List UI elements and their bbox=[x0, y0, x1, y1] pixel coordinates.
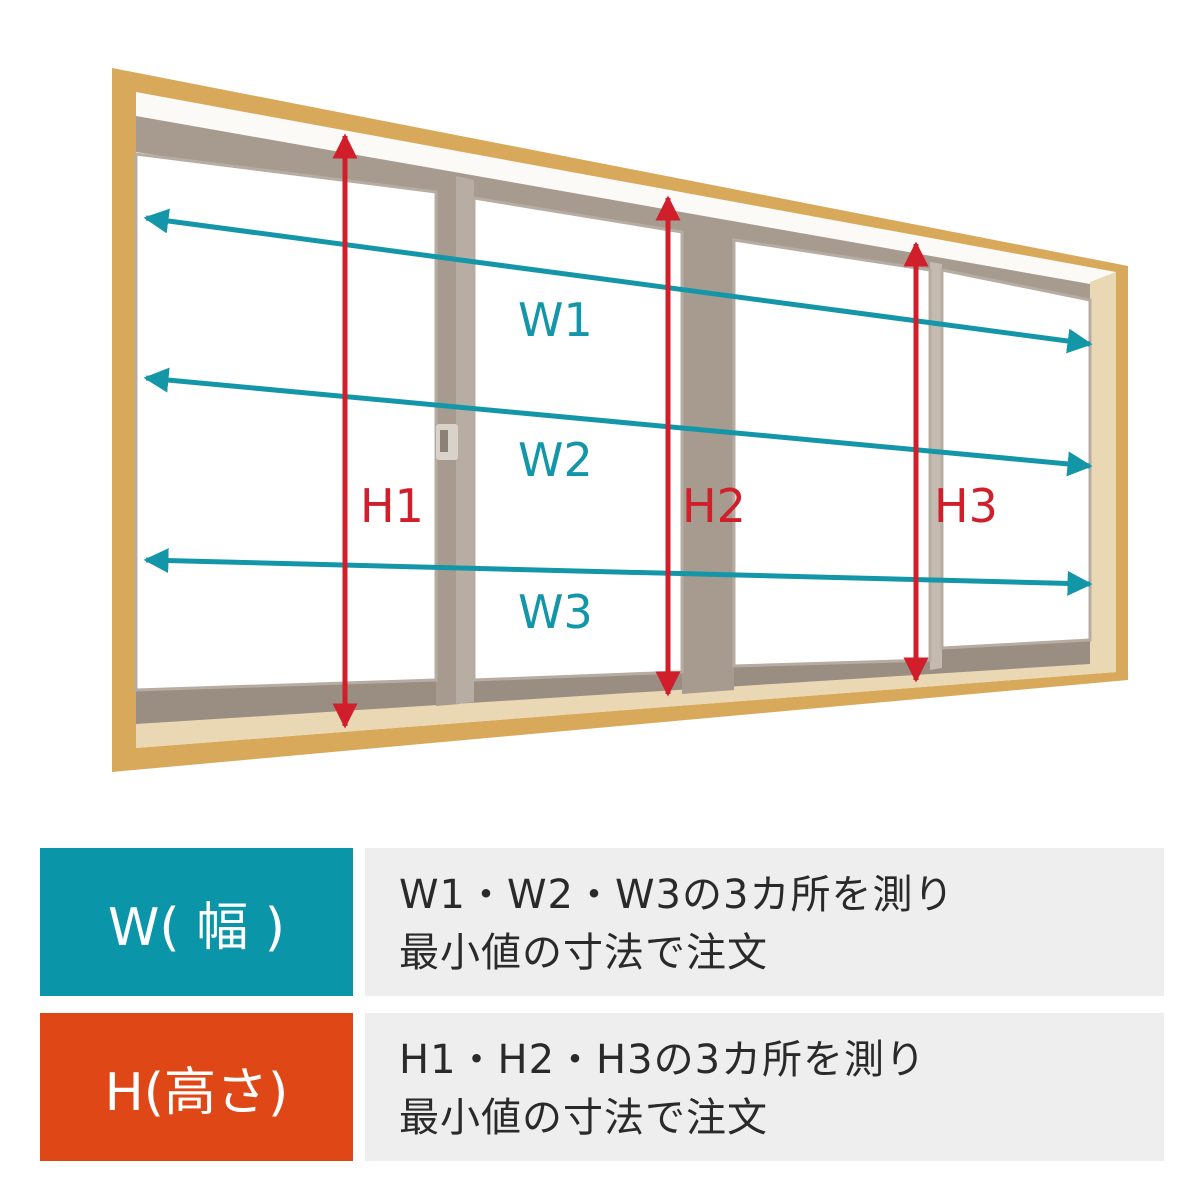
arrow-w3 bbox=[143, 548, 1093, 596]
legend-height-line2: 最小値の寸法で注文 bbox=[399, 1095, 768, 1141]
pane-3 bbox=[732, 238, 932, 668]
legend-width-line2: 最小値の寸法で注文 bbox=[399, 930, 768, 976]
legend-height-tag: H(高さ) bbox=[40, 1013, 353, 1161]
label-w3: W3 bbox=[518, 585, 593, 639]
stile-center bbox=[682, 216, 734, 694]
label-w2: W2 bbox=[518, 433, 593, 487]
arrow-w2 bbox=[143, 367, 1093, 477]
label-h2: H2 bbox=[682, 479, 746, 533]
label-w1: W1 bbox=[518, 293, 593, 347]
legend-width-line1: W1・W2・W3の3カ所を測り bbox=[399, 872, 955, 918]
legend-height-line1: H1・H2・H3の3カ所を測り bbox=[399, 1037, 927, 1083]
label-h1: H1 bbox=[360, 479, 424, 533]
legend-height-description: H1・H2・H3の3カ所を測り 最小値の寸法で注文 bbox=[365, 1013, 1164, 1161]
label-h3: H3 bbox=[934, 479, 998, 533]
stile-center-left bbox=[456, 176, 474, 704]
right-reveal bbox=[1090, 272, 1116, 672]
window-latch-icon bbox=[436, 424, 458, 460]
legend-width-tag: W( 幅 ) bbox=[40, 848, 353, 996]
legend-width-description: W1・W2・W3の3カ所を測り 最小値の寸法で注文 bbox=[365, 848, 1164, 996]
arrow-w1 bbox=[143, 208, 1093, 354]
window-measurement-diagram: W1 W2 W3 H1 H2 H3 bbox=[112, 68, 1128, 772]
legend-height-row: H(高さ) H1・H2・H3の3カ所を測り 最小値の寸法で注文 bbox=[40, 1013, 1164, 1161]
legend-width-row: W( 幅 ) W1・W2・W3の3カ所を測り 最小値の寸法で注文 bbox=[40, 848, 1164, 996]
